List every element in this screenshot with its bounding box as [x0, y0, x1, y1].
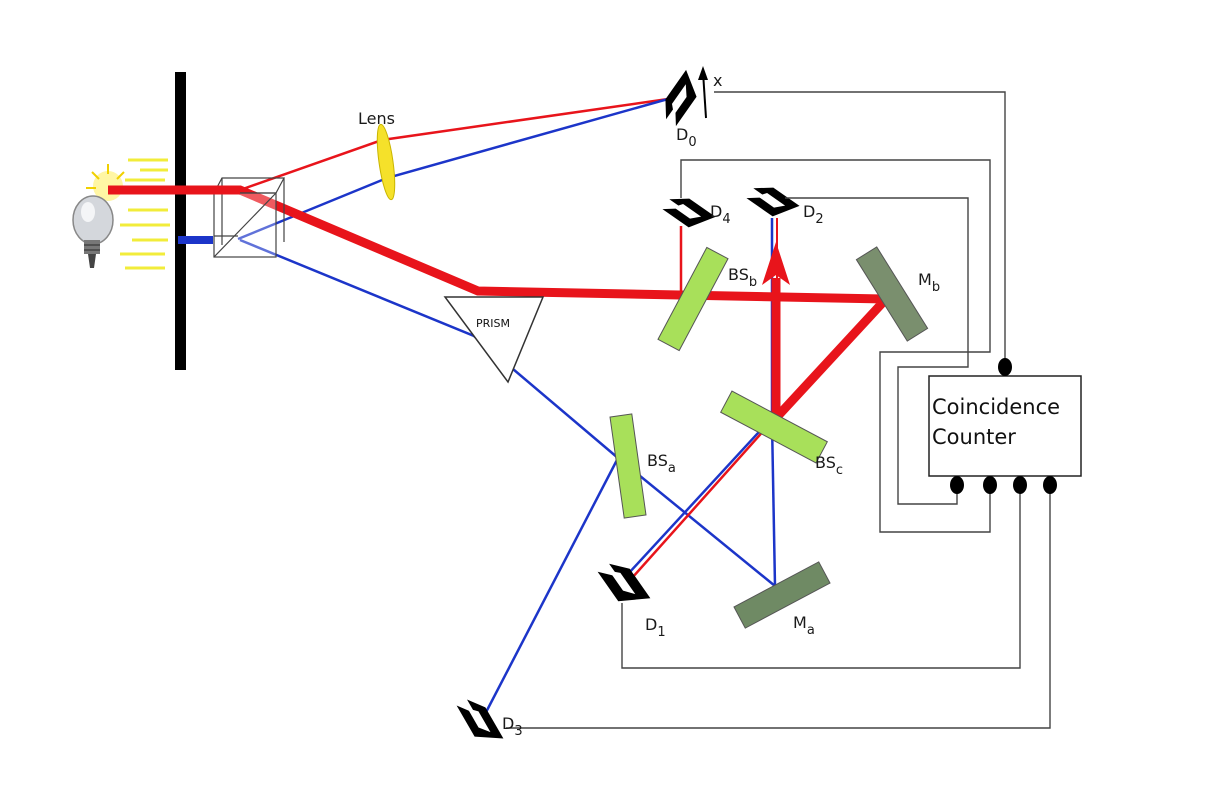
mirror-mb	[855, 246, 929, 342]
detector-d2-icon	[746, 187, 800, 217]
detector-d3-icon	[456, 699, 504, 739]
d2-label: D2	[803, 202, 824, 227]
d3-label: D3	[502, 714, 523, 739]
blue-beam-ma-bsc	[770, 421, 777, 587]
beam-splitter-bsa	[609, 413, 647, 519]
counter-label-line1: Coincidence	[932, 395, 1060, 419]
bsa-label: BSa	[647, 451, 676, 476]
red-beam-bsc-d1	[631, 417, 776, 579]
prism-label: PRISM	[476, 317, 510, 330]
d1-label: D1	[645, 615, 666, 640]
red-arrow-head-icon	[762, 242, 790, 285]
d0-label: D0	[676, 125, 697, 150]
beam-splitter-cube	[213, 177, 285, 258]
lens-label: Lens	[358, 109, 395, 128]
d4-label: D4	[710, 202, 731, 227]
detector-d1-icon	[597, 563, 651, 602]
blue-beam-bsc-d1	[627, 419, 771, 575]
blue-beam-bsa-ma	[617, 457, 776, 587]
ma-label: Ma	[793, 613, 815, 638]
lens	[376, 123, 396, 201]
counter-label-line2: Counter	[932, 425, 1016, 449]
wall	[175, 72, 186, 370]
blue-beam-bsa-d3	[481, 457, 620, 719]
bsb-label: BSb	[728, 265, 757, 290]
coincidence-counter-box	[928, 375, 1082, 477]
x-axis-label: x	[713, 71, 722, 90]
counter-connectors	[950, 358, 1057, 494]
red-beam-to-d0	[239, 97, 669, 192]
mirror-ma	[733, 561, 831, 629]
light-bulb-icon	[72, 158, 170, 270]
bsc-label: BSc	[815, 453, 843, 478]
prism	[443, 296, 545, 384]
signal-wires	[506, 91, 1051, 729]
x-arrow-icon	[698, 66, 708, 119]
mb-label: Mb	[918, 270, 940, 295]
detector-d4-icon	[662, 198, 716, 228]
detector-d0-icon	[665, 69, 697, 127]
beam-splitter-bsc	[720, 390, 828, 464]
beam-splitter-bsb	[657, 246, 729, 352]
